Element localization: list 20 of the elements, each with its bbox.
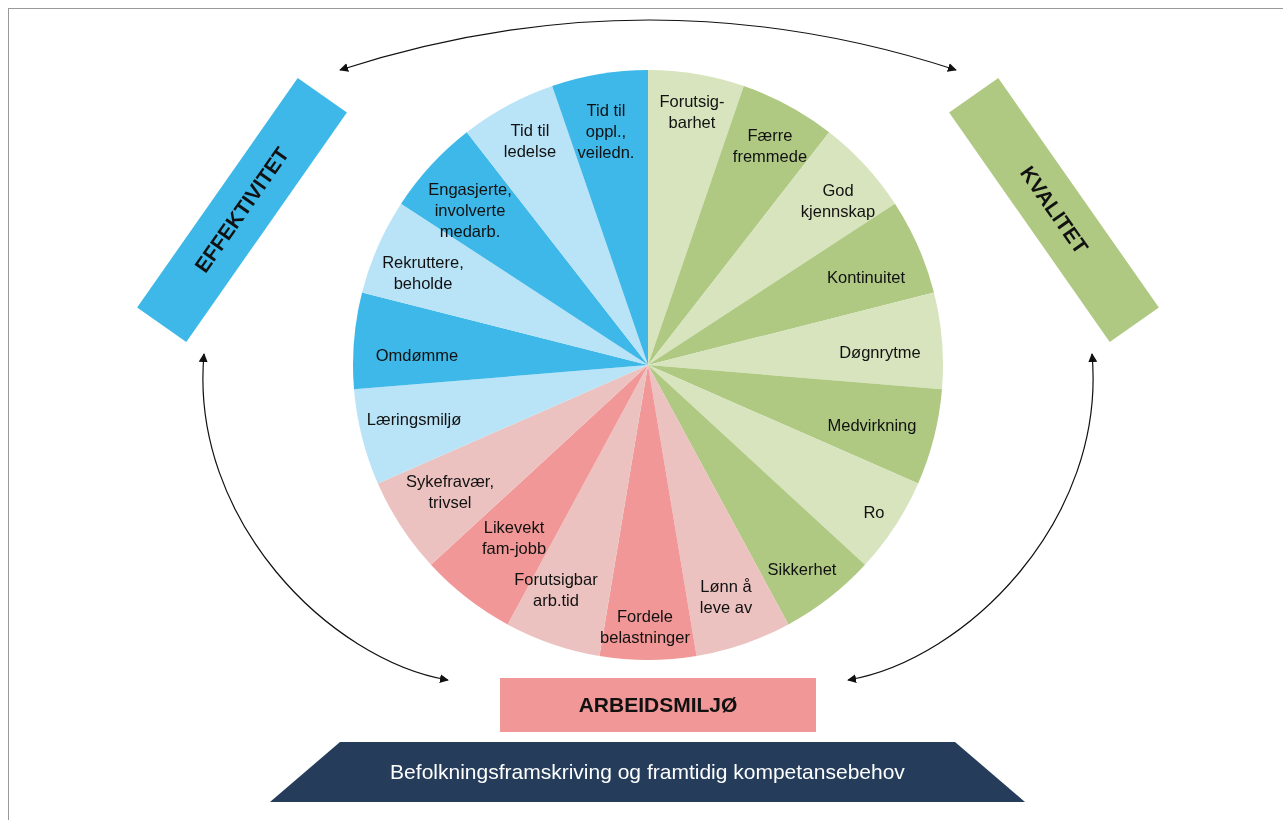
curved-arrow xyxy=(339,19,957,72)
segment-label: Sikkerhet xyxy=(767,558,837,580)
base-band xyxy=(270,742,1025,802)
segment-label: Omdømme xyxy=(375,344,459,366)
segment-label: Læringsmiljø xyxy=(366,408,462,430)
segment-label: Ro xyxy=(863,501,885,523)
curved-arrow xyxy=(847,353,1097,683)
segment-label: Døgnrytme xyxy=(839,341,921,363)
band-label: Befolkningsframskriving og framtidig kompetansebehov xyxy=(390,760,905,784)
category-title: ARBEIDSMILJØ xyxy=(578,693,738,717)
segment-label: Medvirkning xyxy=(827,414,917,436)
segment-label: Likevekt fam-jobb xyxy=(474,517,554,559)
curved-arrow xyxy=(199,353,449,683)
segment-label: Engasjerte, involverte medarb. xyxy=(416,178,524,242)
category-box xyxy=(500,678,816,732)
segment-label: Sykefravær, trivsel xyxy=(396,471,504,513)
segment-label: God kjennskap xyxy=(784,180,892,222)
segment-label: Kontinuitet xyxy=(827,266,905,288)
segment-label: Rekruttere, beholde xyxy=(369,252,477,294)
segment-label: Tid til ledelse xyxy=(495,120,565,162)
